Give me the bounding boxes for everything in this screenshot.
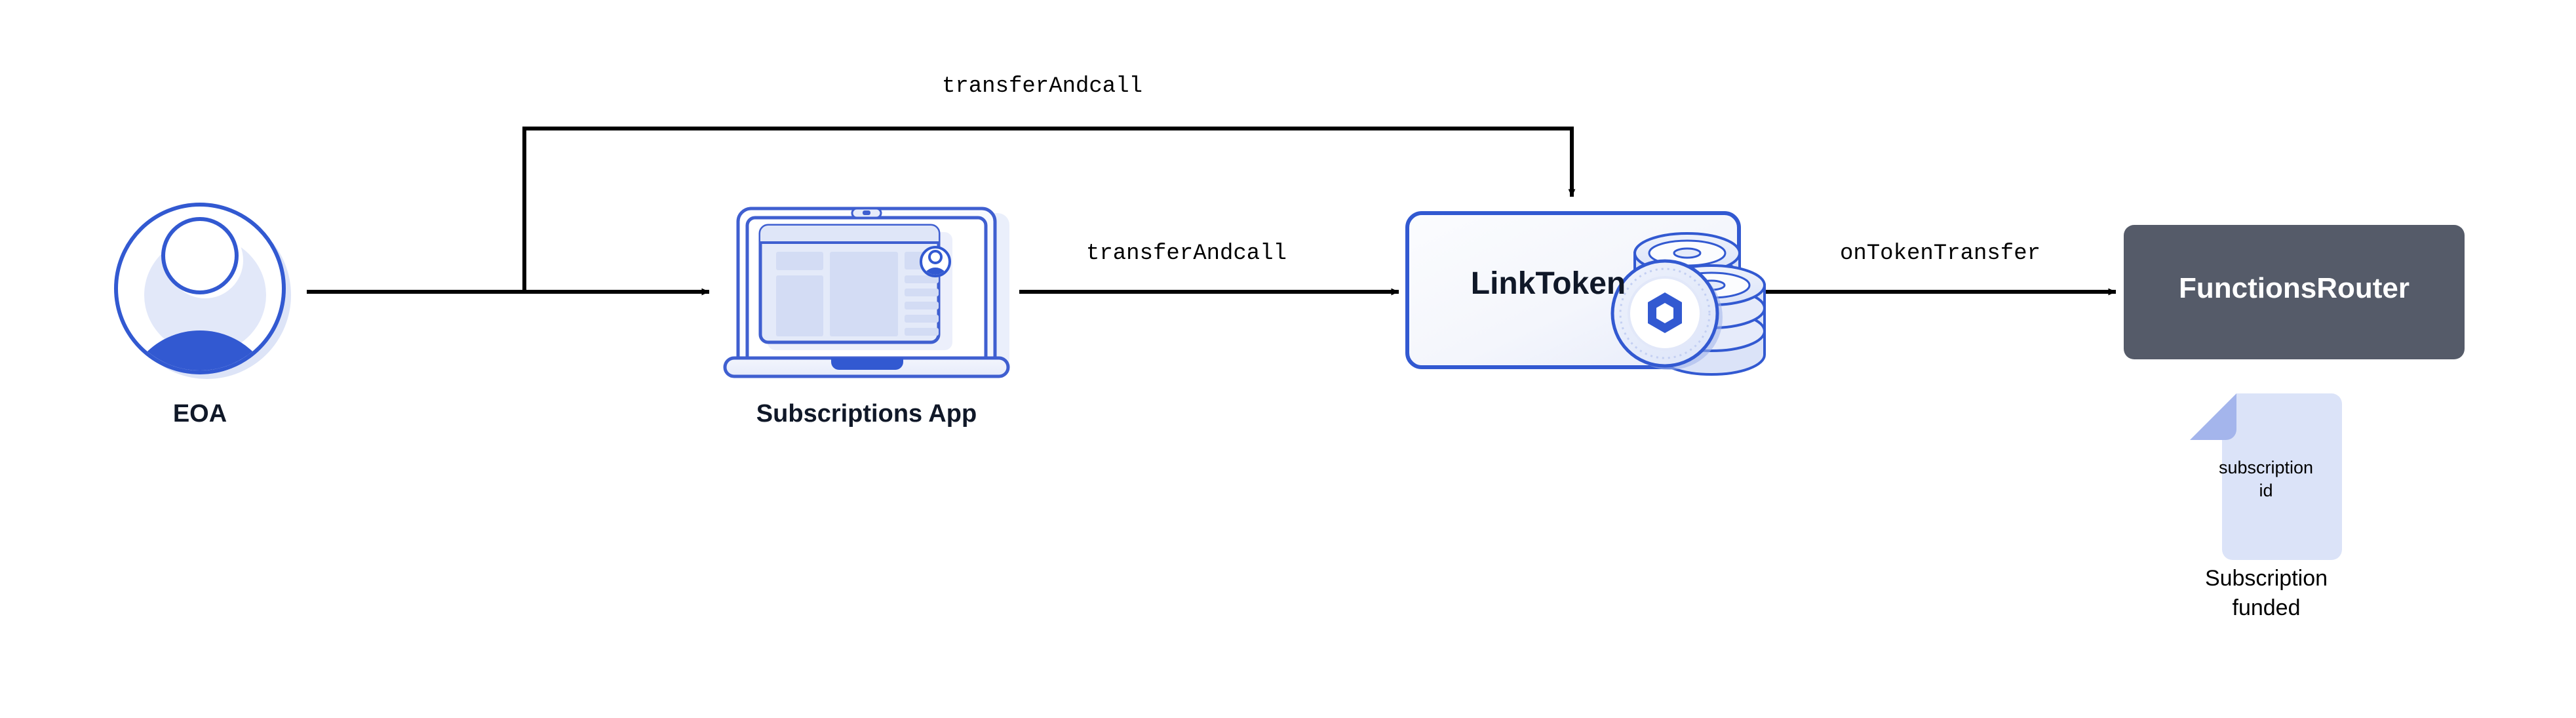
doc-text-line-1: subscription: [2218, 458, 2314, 477]
subscription-funded-caption: Subscription funded: [2130, 564, 2402, 623]
subscriptions-app-laptop-icon: [723, 207, 1010, 378]
eoa-avatar-icon: [114, 203, 291, 379]
edge-eoa-to-linktoken-top: [522, 127, 1576, 292]
linktoken-label: LinkToken: [1470, 266, 1626, 301]
caption-line-1: Subscription: [2204, 566, 2328, 591]
link-coin-stack-icon: [1610, 232, 1766, 376]
edge-label-transfer-and-call-top: transferAndcall: [941, 74, 1143, 99]
doc-text-lines: subscription id: [2190, 456, 2342, 502]
caption-line-2: funded: [2232, 595, 2301, 620]
subscription-id-doc-text: subscription id: [2190, 393, 2342, 560]
subscription-id-document-icon: [2190, 393, 2342, 560]
functionsrouter-label: FunctionsRouter: [2179, 272, 2410, 304]
eoa-label: EOA: [172, 400, 227, 428]
edge-label-transfer-and-call-app: transferAndcall: [1085, 241, 1287, 266]
doc-text-line-2: id: [2259, 481, 2273, 501]
edge-label-on-token-transfer: onTokenTransfer: [1839, 241, 2041, 266]
subscriptions-app-label: Subscriptions App: [756, 400, 977, 428]
functionsrouter-box: [2124, 225, 2465, 359]
